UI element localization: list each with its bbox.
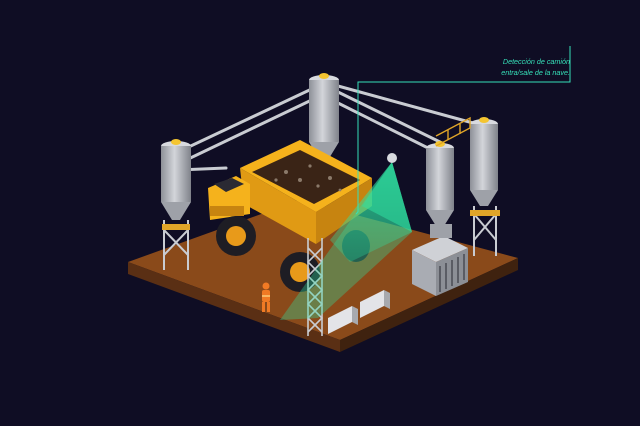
overhead-pipes <box>176 84 486 172</box>
screening-machine <box>412 224 468 296</box>
scanner-beam <box>280 162 412 320</box>
silo-right-b <box>470 117 500 256</box>
silo-center <box>309 73 339 160</box>
silo-railing <box>435 116 471 147</box>
callout-line <box>355 46 571 215</box>
silo-cap-icon <box>171 139 181 145</box>
ore-load <box>252 150 360 204</box>
callout-line-1: Detección de camión <box>502 57 570 66</box>
silo-right-a <box>426 141 454 226</box>
truck-detection-callout: Detección de camión entra/sale de la nav… <box>452 56 570 78</box>
scanner-sensor-icon <box>387 153 397 163</box>
concrete-barriers <box>328 290 390 334</box>
worker-figure <box>262 282 270 312</box>
silo-left <box>161 139 191 270</box>
lattice-tower <box>306 238 324 336</box>
callout-line-2: entra/sale de la nave. <box>501 68 570 77</box>
